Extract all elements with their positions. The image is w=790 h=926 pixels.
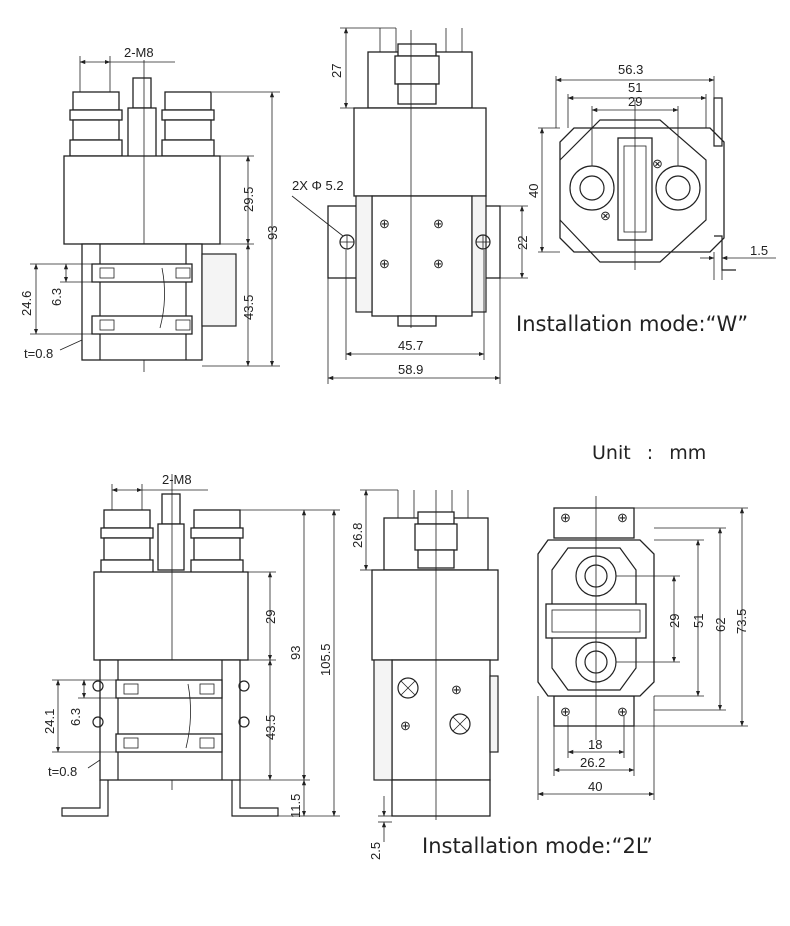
dim-43-5: 43.5 bbox=[241, 295, 256, 320]
holes-label: 2X Φ 5.2 bbox=[292, 178, 344, 193]
thread-label: 2-M8 bbox=[124, 45, 154, 60]
plan-view-2l: ⊕ ⊕ ⊕ ⊕ bbox=[537, 496, 655, 740]
dim-26-2: 26.2 bbox=[580, 755, 605, 770]
dim-73-5: 73.5 bbox=[734, 609, 749, 634]
dim-24-1: 24.1 bbox=[42, 709, 57, 734]
side-view-w-dimensions: 2-M8 29.5 93 43.5 24.6 6.3 t=0.8 bbox=[19, 45, 280, 367]
side-view-2l-dimensions: 2-M8 29 93 105.5 43.5 11.5 24.1 6.3 t=0.… bbox=[42, 472, 340, 818]
dim-6-3: 6.3 bbox=[49, 288, 64, 306]
dim-11-5: 11.5 bbox=[288, 794, 303, 818]
svg-text:⊕: ⊕ bbox=[560, 704, 571, 719]
svg-text:⊕: ⊕ bbox=[451, 682, 462, 697]
dim-51-2l: 51 bbox=[691, 614, 706, 628]
svg-text:⊕: ⊕ bbox=[379, 256, 390, 271]
unit-value: mm bbox=[669, 442, 707, 464]
front-view-w: ⊕ ⊕ ⊕ ⊕ bbox=[327, 28, 501, 328]
dim-58-9: 58.9 bbox=[398, 362, 423, 377]
dim-93: 93 bbox=[265, 226, 280, 240]
front-view-w-dimensions: 27 2X Φ 5.2 22 45.7 58.9 bbox=[291, 27, 530, 384]
dim-40-2l: 40 bbox=[588, 779, 602, 794]
thickness-label-2l: t=0.8 bbox=[48, 764, 77, 779]
svg-text:⊕: ⊕ bbox=[560, 510, 571, 525]
unit-separator: : bbox=[646, 442, 654, 464]
svg-text:⊕: ⊕ bbox=[617, 510, 628, 525]
svg-text:⊕: ⊕ bbox=[433, 216, 444, 231]
svg-text:⊗: ⊗ bbox=[652, 156, 663, 171]
side-view-w bbox=[63, 60, 237, 372]
dim-27: 27 bbox=[329, 64, 344, 78]
unit-label: Unit : mm bbox=[592, 442, 716, 464]
plan-view-2l-dimensions: 73.5 62 51 29 18 26.2 40 bbox=[537, 507, 749, 800]
svg-text:⊕: ⊕ bbox=[433, 256, 444, 271]
dim-93-2l: 93 bbox=[288, 646, 303, 660]
dim-22: 22 bbox=[515, 236, 530, 250]
plan-view-w-dimensions: 56.3 51 29 40 1.5 bbox=[526, 62, 776, 280]
dim-29-2l: 29 bbox=[263, 610, 278, 624]
dim-29-2l-plan: 29 bbox=[667, 614, 682, 628]
dim-1-5: 1.5 bbox=[750, 243, 768, 258]
dim-29: 29 bbox=[628, 94, 642, 109]
dim-56-3: 56.3 bbox=[618, 62, 643, 77]
unit-text: Unit bbox=[592, 442, 631, 464]
dim-51: 51 bbox=[628, 80, 642, 95]
dim-24-6: 24.6 bbox=[19, 291, 34, 316]
dim-2-5: 2.5 bbox=[368, 842, 383, 860]
dim-45-7: 45.7 bbox=[398, 338, 423, 353]
installation-mode-w-caption: Installation mode:“W” bbox=[516, 312, 749, 336]
dim-62: 62 bbox=[713, 618, 728, 632]
dim-18: 18 bbox=[588, 737, 602, 752]
dim-26-8: 26.8 bbox=[350, 523, 365, 548]
plan-view-w: ⊗ ⊗ bbox=[559, 97, 736, 271]
installation-mode-2l-caption: Installation mode:“2L” bbox=[422, 834, 653, 858]
dim-29-5: 29.5 bbox=[241, 187, 256, 212]
side-view-2l bbox=[61, 474, 279, 817]
thickness-label: t=0.8 bbox=[24, 346, 53, 361]
dim-43-5-2l: 43.5 bbox=[263, 715, 278, 740]
dim-6-3-2l: 6.3 bbox=[68, 708, 83, 726]
front-view-2l-dimensions: 26.8 2.5 bbox=[350, 489, 398, 860]
svg-text:⊕: ⊕ bbox=[379, 216, 390, 231]
svg-text:⊗: ⊗ bbox=[600, 208, 611, 223]
dim-40: 40 bbox=[526, 184, 541, 198]
svg-text:⊕: ⊕ bbox=[617, 704, 628, 719]
dim-105-5: 105.5 bbox=[318, 643, 333, 676]
front-view-2l: ⊕ ⊕ bbox=[371, 490, 499, 820]
thread-label-2l: 2-M8 bbox=[162, 472, 192, 487]
svg-text:⊕: ⊕ bbox=[400, 718, 411, 733]
